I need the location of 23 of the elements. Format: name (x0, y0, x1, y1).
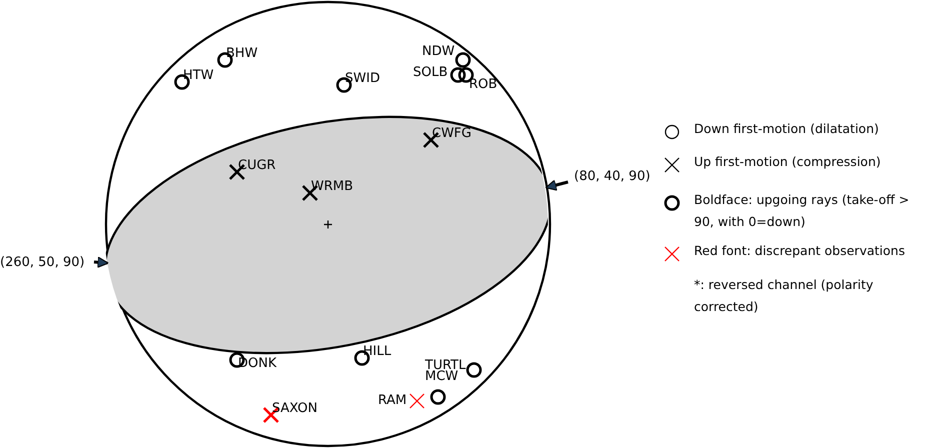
station-label: SWID (345, 71, 380, 86)
legend-text: Up first-motion (compression) (694, 153, 882, 171)
legend-text: *: reversed channel (polarity corrected) (694, 276, 874, 316)
station-label: ROB (469, 77, 498, 92)
focal-sphere (104, 0, 552, 448)
station-label: SOLB (413, 65, 448, 80)
legend-text: Red font: discrepant observations (694, 242, 906, 260)
legend-text: Boldface: upgoing rays (take-off > 90, with 0=down) (694, 191, 910, 231)
station-label: BHW (226, 46, 258, 61)
station-label: RAM (378, 393, 407, 408)
station-label: CWFG (432, 126, 472, 141)
leader-arrow (545, 180, 568, 191)
station-label: SAXON (272, 401, 318, 416)
compressional-quadrant (104, 116, 548, 354)
station-label: NDW (422, 44, 455, 59)
station-label: HILL (363, 344, 392, 359)
plane-label: (260, 50, 90) (0, 255, 85, 270)
leader-arrow (94, 256, 109, 268)
plane-label: (80, 40, 90) (574, 169, 650, 184)
station-label: WRMB (311, 179, 354, 194)
legend-text: Down first-motion (dilatation) (694, 120, 880, 138)
station-label: CUGR (238, 158, 276, 173)
station-label: HTW (183, 68, 214, 83)
